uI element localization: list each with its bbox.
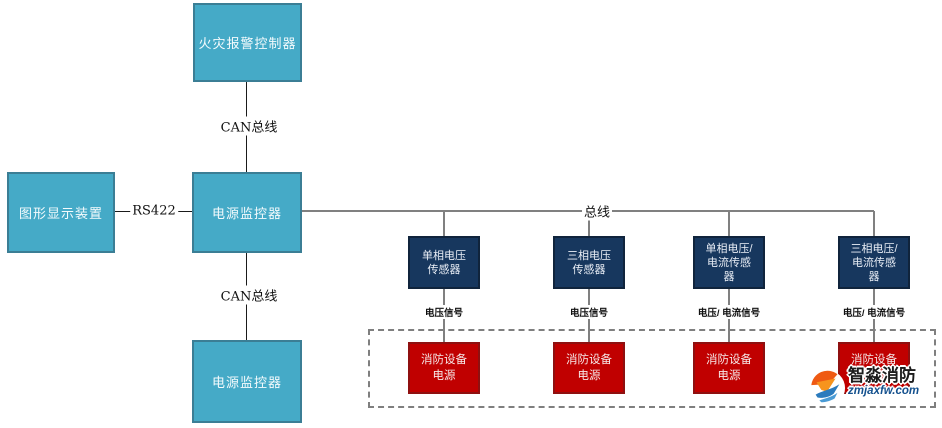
node-fire-equipment-power-4: 消防设备 电源	[838, 342, 910, 394]
device-label: 消防设备 电源	[421, 354, 467, 382]
label-rs422: RS422	[130, 203, 178, 219]
zmjxf-logo-icon	[808, 369, 846, 407]
watermark: 智淼消防 zmjaxfw.com	[808, 367, 919, 407]
bus-drop-3	[728, 211, 730, 237]
node-graphic-display-label: 图形显示装置	[18, 206, 103, 221]
device-label: 消防设备 电源	[706, 354, 752, 382]
label-can-bus-bottom: CAN总线	[218, 285, 280, 305]
bus-drop-1	[443, 211, 445, 237]
sensor-label: 单相电压/ 电流传感 器	[705, 242, 753, 283]
node-power-monitor-bottom-label: 电源监控器	[211, 375, 282, 390]
watermark-domain: zmjaxfw.com	[848, 385, 920, 397]
node-fire-alarm-controller: 火灾报警控制器	[193, 3, 302, 82]
node-sensor-single-phase-voltage: 单相电压 传感器	[408, 236, 480, 289]
label-can-bus-top: CAN总线	[218, 116, 280, 136]
node-fire-equipment-power-3: 消防设备 电源	[693, 342, 765, 394]
node-fire-equipment-power-1: 消防设备 电源	[408, 342, 480, 394]
sensor-label: 单相电压 传感器	[422, 249, 466, 276]
node-power-monitor-mid-label: 电源监控器	[211, 206, 282, 221]
sensor-label: 三相电压/ 电流传感 器	[850, 242, 898, 283]
node-power-monitor-mid: 电源监控器	[192, 172, 302, 253]
device-label: 消防设备 电源	[566, 354, 612, 382]
node-sensor-three-phase-voltage-current: 三相电压/ 电流传感 器	[838, 236, 910, 289]
label-bus: 总线	[581, 201, 613, 221]
node-fire-equipment-power-2: 消防设备 电源	[553, 342, 625, 394]
node-sensor-single-phase-voltage-current: 单相电压/ 电流传感 器	[693, 236, 765, 289]
label-voltage-signal-2: 电压信号	[567, 305, 611, 319]
node-fire-alarm-controller-label: 火灾报警控制器	[198, 36, 297, 51]
bus-drop-4	[873, 211, 875, 237]
node-sensor-three-phase-voltage: 三相电压 传感器	[553, 236, 625, 289]
fire-equipment-power-zone	[368, 329, 936, 408]
device-label: 消防设备 电源	[851, 354, 897, 382]
node-power-monitor-bottom: 电源监控器	[192, 340, 302, 423]
sensor-label: 三相电压 传感器	[567, 249, 611, 276]
bus-drop-2	[588, 211, 590, 237]
watermark-brand: 智淼消防	[848, 366, 916, 385]
label-voltage-current-signal-3: 电压/ 电流信号	[695, 305, 763, 319]
label-voltage-signal-1: 电压信号	[422, 305, 466, 319]
node-graphic-display: 图形显示装置	[7, 172, 115, 253]
label-voltage-current-signal-4: 电压/ 电流信号	[840, 305, 908, 319]
